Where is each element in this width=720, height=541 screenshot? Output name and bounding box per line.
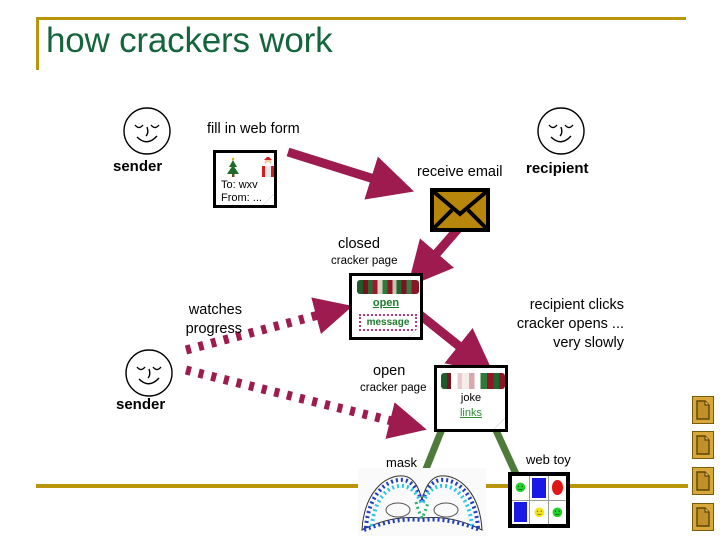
receive-email-label: receive email xyxy=(417,164,503,180)
document-icon[interactable] xyxy=(692,396,714,424)
web-form-to-line: To: wxv xyxy=(221,179,258,191)
recipient-clicks-line3: very slowly xyxy=(553,335,624,351)
open-link[interactable]: open xyxy=(372,297,400,309)
page-fold-inner xyxy=(262,193,274,205)
web-toy-label: web toy xyxy=(526,452,571,467)
joke-label: joke xyxy=(460,392,482,404)
web-toy-circle xyxy=(551,480,563,496)
closed-caption-small: cracker page xyxy=(331,255,398,267)
web-toy-grid xyxy=(512,476,566,524)
links-link[interactable]: links xyxy=(459,407,482,419)
recipient-clicks-line2: cracker opens ... xyxy=(516,316,624,332)
smiley-face-icon xyxy=(122,106,172,156)
watches-progress-line1: watches xyxy=(188,302,242,318)
sender-label-bottom: sender xyxy=(116,396,166,413)
open-caption-big: open xyxy=(373,363,406,379)
page-title: how crackers work xyxy=(46,21,333,60)
web-toy-cell[interactable] xyxy=(548,500,566,524)
document-icon[interactable] xyxy=(692,503,714,531)
web-toy-cell[interactable] xyxy=(530,500,548,524)
web-toy-cell[interactable] xyxy=(548,476,566,500)
smiley-grid-icon[interactable] xyxy=(508,472,570,528)
open-caption-small: cracker page xyxy=(360,382,427,394)
watches-progress-line2: progress xyxy=(185,321,242,337)
web-toy-cell[interactable] xyxy=(512,476,530,500)
recipient-label: recipient xyxy=(526,160,589,177)
email-envelope[interactable] xyxy=(430,188,490,232)
document-icon[interactable] xyxy=(692,431,714,459)
web-form-from-line: From: ... xyxy=(221,191,262,204)
recipient-clicks-line1: recipient clicks xyxy=(529,297,624,313)
title-rule-top xyxy=(36,17,686,20)
page-fold-inner xyxy=(493,417,505,429)
web-toy-cell[interactable] xyxy=(512,500,530,524)
page-fold-inner xyxy=(408,325,420,337)
fill-in-web-form-label: fill in web form xyxy=(207,121,300,137)
web-form-icons xyxy=(222,156,274,179)
message-box: message xyxy=(359,314,417,331)
web-toy-square xyxy=(513,502,528,523)
christmas-cracker-open-icon xyxy=(441,373,505,389)
smiley-face-icon xyxy=(124,348,174,398)
web-form-text: To: wxv From: ... xyxy=(221,179,262,204)
arrow-form-to-email xyxy=(286,147,415,200)
web-toy-cell[interactable] xyxy=(530,476,548,500)
title-rule-left xyxy=(36,17,39,70)
sender-label-top: sender xyxy=(113,158,163,175)
closed-cracker-page[interactable]: open message xyxy=(349,273,423,340)
web-toy-square xyxy=(532,477,546,498)
mask-label: mask xyxy=(386,455,418,470)
document-icon[interactable] xyxy=(692,467,714,495)
message-label: message xyxy=(366,317,410,328)
arrow-sender-watches-lower xyxy=(184,365,427,439)
closed-caption-big: closed xyxy=(338,236,380,252)
carnival-mask-icon[interactable] xyxy=(358,468,486,541)
christmas-cracker-closed-icon xyxy=(357,280,419,294)
open-cracker-page[interactable]: joke links xyxy=(434,365,508,432)
smiley-face-icon xyxy=(536,106,586,156)
web-form-page[interactable]: To: wxv From: ... xyxy=(213,150,277,208)
